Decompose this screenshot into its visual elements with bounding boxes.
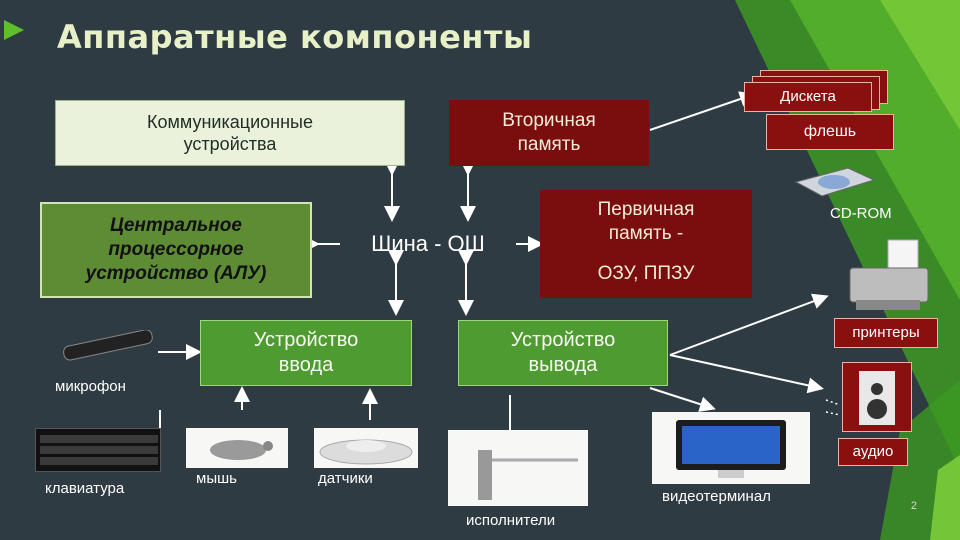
- audio-label: аудио: [838, 438, 908, 466]
- secondary-memory-box: Вторичная память: [449, 100, 649, 166]
- primary-memory-types: ОЗУ, ППЗУ: [597, 263, 695, 284]
- primary-memory-title: Первичная память -: [597, 199, 695, 244]
- flash-box: флешь: [766, 114, 894, 150]
- communication-devices-box: Коммуникационные устройства: [55, 100, 405, 166]
- mouse-image: [186, 428, 288, 468]
- cd-rom-image: [788, 158, 878, 202]
- video-terminal-image: [652, 412, 810, 484]
- keyboard-label: клавиатура: [45, 480, 125, 497]
- page-title: Аппаратные компоненты: [57, 18, 533, 56]
- primary-memory-box: Первичная память - ОЗУ, ППЗУ: [540, 190, 752, 298]
- printer-image: [842, 238, 932, 318]
- cd-rom-label: CD-ROM: [830, 205, 892, 222]
- diskette-box: Дискета: [744, 82, 872, 112]
- page-number: 2: [910, 500, 917, 512]
- microphone-label: микрофон: [55, 378, 126, 395]
- microphone-image: [60, 329, 156, 372]
- output-device-box: Устройство вывода: [458, 320, 668, 386]
- sensors-image: [314, 428, 418, 468]
- keyboard-image: [35, 428, 161, 472]
- turnstile-image: [448, 430, 588, 506]
- video-terminal-label: видеотерминал: [662, 488, 771, 505]
- printers-label: принтеры: [834, 318, 938, 348]
- mouse-label: мышь: [196, 470, 237, 487]
- audio-image: [842, 362, 912, 432]
- bus-label: Шина - ОШ: [371, 231, 485, 257]
- actuators-label: исполнители: [466, 512, 556, 529]
- input-device-box: Устройство ввода: [200, 320, 412, 386]
- sensors-label: датчики: [318, 470, 373, 487]
- cpu-box: Центральное процессорное устройство (АЛУ…: [40, 202, 312, 298]
